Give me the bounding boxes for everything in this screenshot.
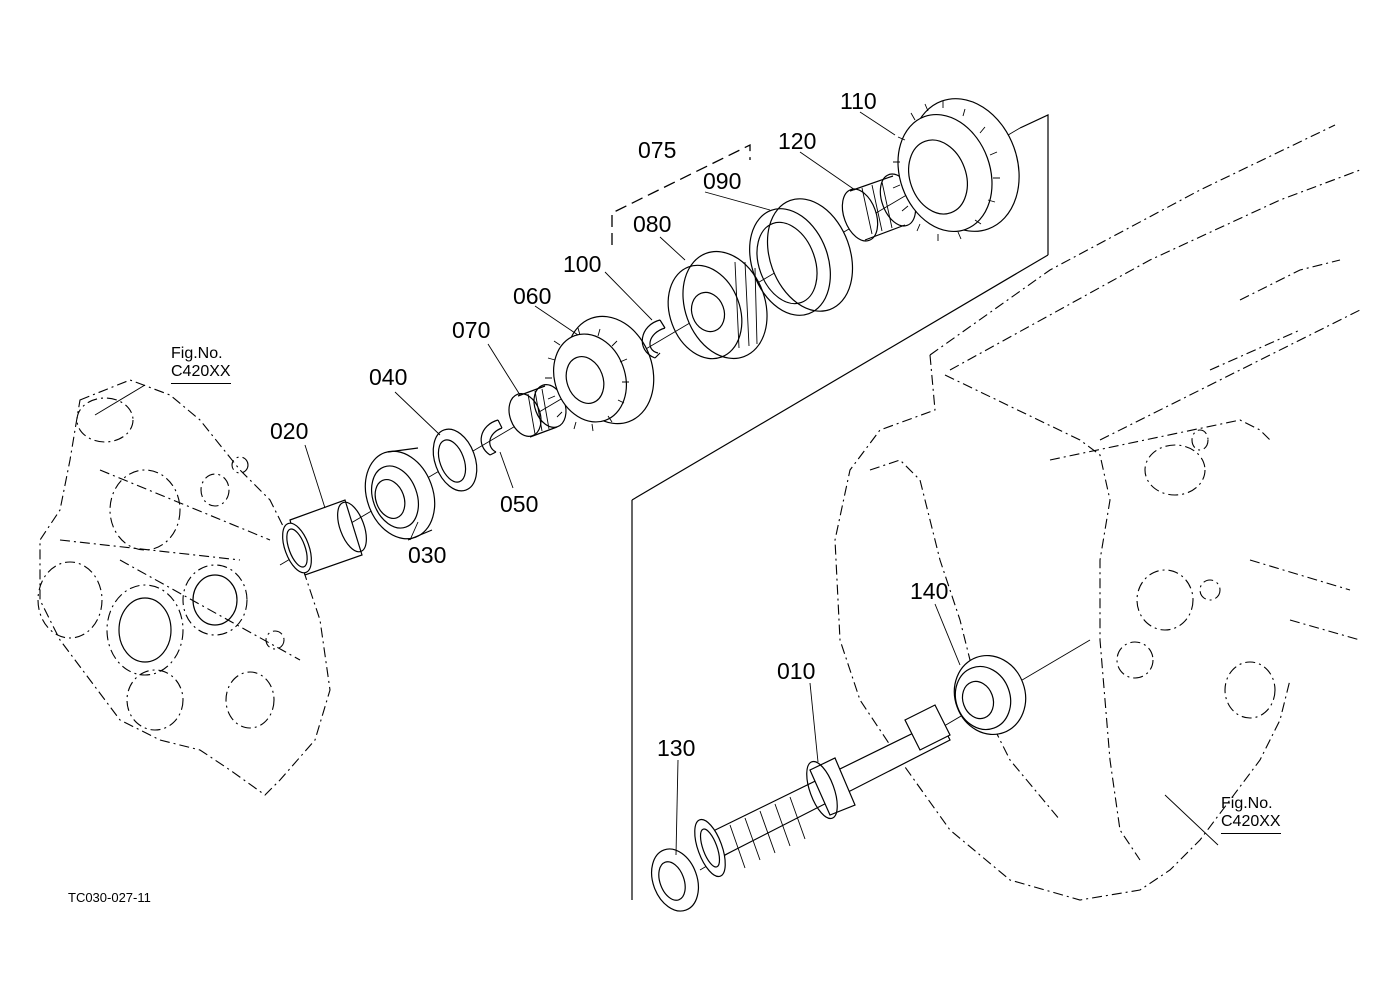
part-110-gear — [892, 98, 1020, 241]
part-label-110: 110 — [840, 88, 877, 114]
part-130-washer — [651, 848, 699, 912]
part-label-010: 010 — [777, 658, 816, 684]
part-020-sleeve — [282, 499, 367, 576]
part-090-sleeve — [749, 198, 854, 316]
part-label-020: 020 — [270, 418, 309, 444]
front-cover-housing — [37, 379, 331, 796]
part-label-030: 030 — [408, 542, 447, 568]
drawing-code: TC030-027-11 — [68, 890, 151, 905]
part-label-040: 040 — [369, 364, 408, 390]
part-label-050: 050 — [500, 491, 539, 517]
part-010-shaft — [694, 704, 951, 878]
figure-ref-right-label: Fig.No. — [1221, 795, 1273, 812]
part-050-snap-ring — [480, 419, 503, 456]
part-label-090: 090 — [703, 168, 742, 194]
figure-ref-left: Fig.No. C420XX — [171, 345, 231, 384]
part-label-070: 070 — [452, 317, 491, 343]
part-120-needle-bearing — [841, 173, 917, 242]
part-label-120: 120 — [778, 128, 817, 154]
part-label-060: 060 — [513, 283, 552, 309]
figure-ref-right: Fig.No. C420XX — [1221, 795, 1281, 834]
part-label-080: 080 — [633, 211, 672, 237]
part-100-snap-ring — [641, 319, 666, 359]
part-080-hub — [667, 250, 768, 360]
transmission-case — [834, 124, 1361, 901]
figure-ref-left-code: C420XX — [171, 363, 231, 384]
leader-lines — [94, 111, 1219, 856]
part-label-130: 130 — [657, 735, 696, 761]
part-040-washer — [432, 428, 478, 492]
part-label-075: 075 — [638, 137, 677, 163]
part-140-ball-bearing — [953, 654, 1027, 736]
figure-ref-left-label: Fig.No. — [171, 345, 223, 362]
part-label-140: 140 — [910, 578, 949, 604]
figure-ref-right-code: C420XX — [1221, 813, 1281, 834]
part-label-100: 100 — [563, 251, 602, 277]
part-070-needle-bearing — [508, 384, 567, 438]
part-030-ball-bearing — [364, 447, 436, 541]
